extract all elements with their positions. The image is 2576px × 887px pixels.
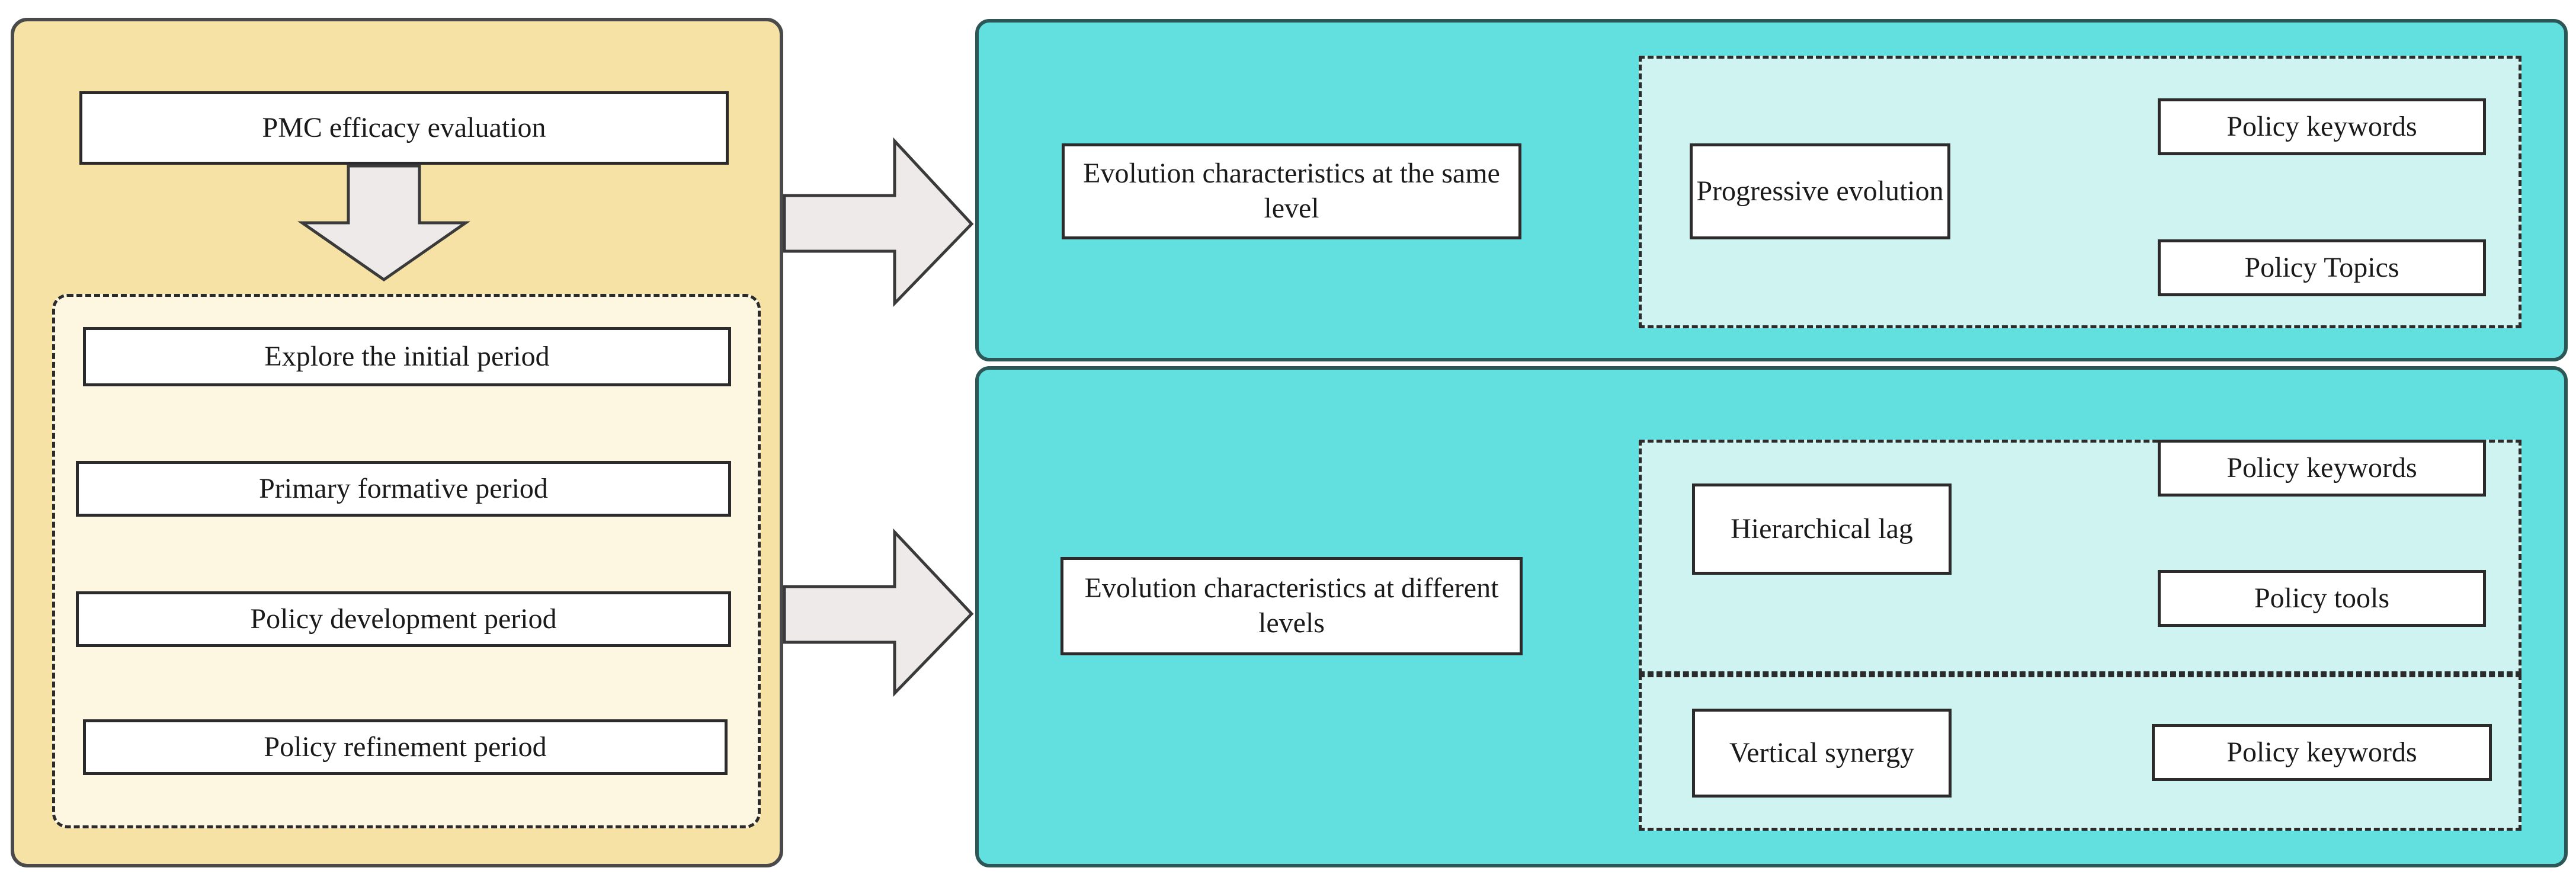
same-level-box: Evolution characteristics at the same le… [1062,143,1521,239]
progressive-evolution-box: Progressive evolution [1690,143,1950,239]
period-box-development: Policy development period [76,591,731,647]
policy-topics-box: Policy Topics [2158,239,2486,296]
policy-keywords-box-2: Policy keywords [2158,440,2486,497]
vertical-synergy-box: Vertical synergy [1692,709,1952,798]
period-box-refinement: Policy refinement period [83,719,728,775]
different-levels-box: Evolution characteristics at different l… [1060,557,1523,655]
hierarchical-lag-box: Hierarchical lag [1692,483,1952,575]
period-box-formative: Primary formative period [76,461,731,517]
arrow-to-different-levels [783,528,974,697]
policy-keywords-box-1: Policy keywords [2158,98,2486,155]
policy-keywords-box-3: Policy keywords [2152,724,2492,781]
arrow-to-same-level [783,137,974,308]
policy-tools-box: Policy tools [2158,570,2486,627]
period-box-initial: Explore the initial period [83,327,731,386]
pmc-evaluation-box: PMC efficacy evaluation [79,91,729,165]
